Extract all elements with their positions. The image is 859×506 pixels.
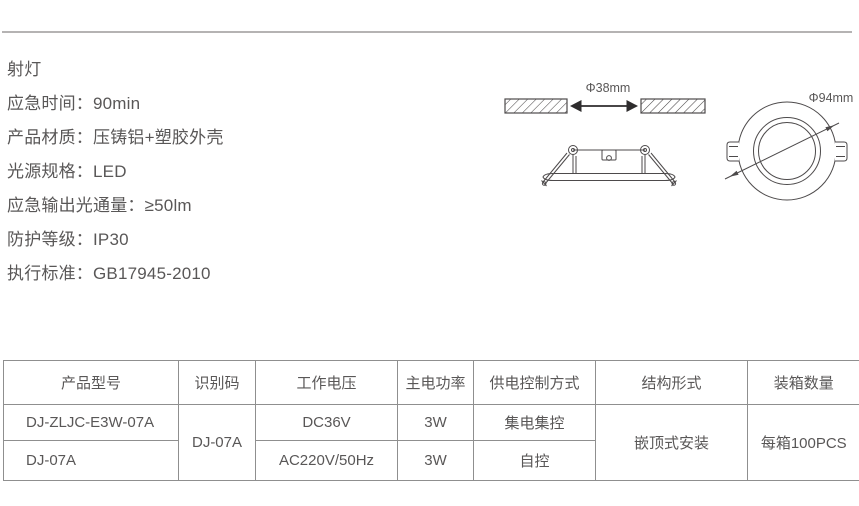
- cell-id-code: DJ-07A: [178, 404, 256, 481]
- spec-list: 射灯 应急时间：90min 产品材质：压铸铝+塑胶外壳 光源规格：LED 应急输…: [7, 53, 224, 291]
- fixture-side-view: [541, 145, 677, 187]
- cutout-dimension-arrow: [570, 100, 638, 112]
- lens-circle: [758, 122, 816, 180]
- mounting-tab-right: [835, 141, 848, 162]
- spec-line-standard: 执行标准：GB17945-2010: [7, 264, 211, 283]
- col-header-voltage: 工作电压: [255, 360, 398, 405]
- spec-line-emergency-time: 应急时间：90min: [7, 94, 141, 113]
- spec-line-ip-rating: 防护等级：IP30: [7, 230, 129, 249]
- cell-voltage-2: AC220V/50Hz: [255, 440, 398, 481]
- spec-line-light-source: 光源规格：LED: [7, 162, 127, 181]
- cutout-dimension-label: Φ38mm: [586, 81, 631, 95]
- cell-power-1: 3W: [397, 404, 474, 441]
- cell-control-2: 自控: [473, 440, 596, 481]
- mounting-tab-left: [726, 141, 739, 162]
- top-divider-line: [2, 31, 852, 33]
- col-header-structure: 结构形式: [595, 360, 748, 405]
- col-header-packing: 装箱数量: [747, 360, 859, 405]
- col-header-control-mode: 供电控制方式: [473, 360, 596, 405]
- table-header-row: 产品型号 识别码 工作电压 主电功率 供电控制方式 结构形式 装箱数量: [3, 360, 859, 405]
- front-dimension-label: Φ94mm: [809, 91, 854, 105]
- col-header-model: 产品型号: [3, 360, 179, 405]
- ceiling-section-right: [640, 98, 706, 114]
- front-view-diagram: Φ94mm: [724, 91, 854, 201]
- cell-power-2: 3W: [397, 440, 474, 481]
- diameter-dimension-line: [724, 122, 840, 180]
- cell-voltage-1: DC36V: [255, 404, 398, 441]
- table-row: DJ-07A AC220V/50Hz 3W 自控: [3, 440, 859, 481]
- cell-model-1: DJ-ZLJC-E3W-07A: [3, 404, 179, 441]
- cell-model-2: DJ-07A: [3, 440, 179, 481]
- outer-trim-ring: [737, 101, 837, 201]
- product-title: 射灯: [7, 60, 42, 79]
- cell-control-1: 集电集控: [473, 404, 596, 441]
- spec-table: 产品型号 识别码 工作电压 主电功率 供电控制方式 结构形式 装箱数量 DJ-Z…: [3, 360, 859, 481]
- ceiling-section-left: [504, 98, 568, 114]
- spec-line-lumen-output: 应急输出光通量：≥50lm: [7, 196, 192, 215]
- inner-ring: [753, 117, 821, 185]
- spec-line-material: 产品材质：压铸铝+塑胶外壳: [7, 128, 224, 147]
- col-header-power: 主电功率: [397, 360, 474, 405]
- cutout-dimension-diagram: Φ38mm: [504, 81, 706, 187]
- table-row: DJ-ZLJC-E3W-07A DJ-07A DC36V 3W 集电集控 嵌顶式…: [3, 404, 859, 481]
- cell-packing: 每箱100PCS: [747, 404, 859, 481]
- cell-structure: 嵌顶式安装: [595, 404, 748, 481]
- col-header-id-code: 识别码: [178, 360, 256, 405]
